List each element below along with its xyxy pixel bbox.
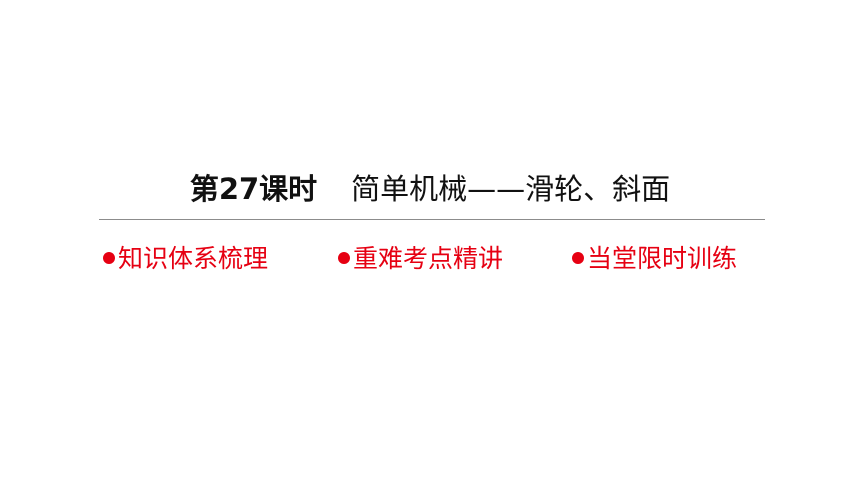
lesson-number: 第27课时 — [189, 172, 318, 206]
bullet-icon — [103, 252, 115, 264]
section-label: 当堂限时训练 — [587, 244, 738, 273]
bullet-icon — [572, 252, 584, 264]
section-label: 知识体系梳理 — [118, 244, 269, 273]
bullet-icon — [338, 252, 350, 264]
slide-title: 第27课时简单机械——滑轮、斜面 — [0, 166, 860, 206]
section-link-practice[interactable]: 当堂限时训练 — [572, 241, 737, 277]
section-link-knowledge[interactable]: 知识体系梳理 — [103, 241, 268, 277]
section-links: 知识体系梳理 重难考点精讲 当堂限时训练 — [103, 241, 823, 277]
section-link-key-points[interactable]: 重难考点精讲 — [338, 241, 503, 277]
lesson-topic: 简单机械——滑轮、斜面 — [351, 172, 671, 206]
section-label: 重难考点精讲 — [353, 244, 504, 273]
title-divider — [99, 219, 765, 220]
